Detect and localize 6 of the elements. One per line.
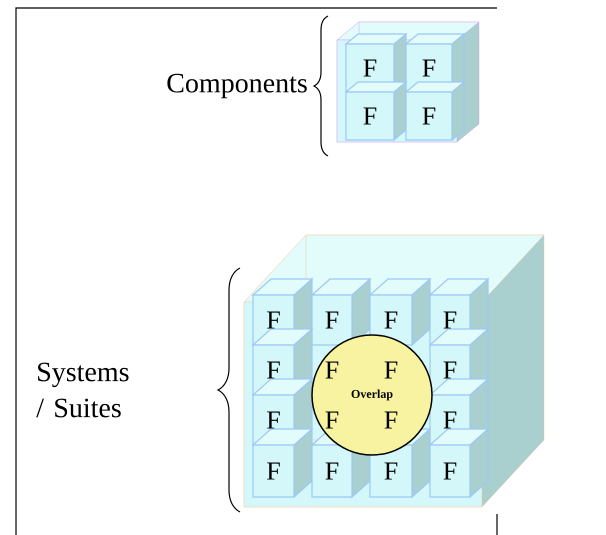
grid-cell: F [326, 361, 338, 378]
grid-cell: F [384, 411, 398, 428]
grid-cell: F [326, 411, 338, 428]
group-label: Components [167, 74, 307, 98]
group-label: Systems / Suites [36, 362, 129, 418]
grid-cell: F [384, 361, 398, 378]
